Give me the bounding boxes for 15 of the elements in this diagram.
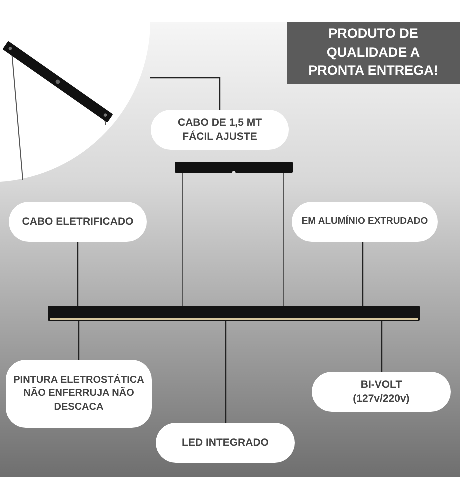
- detail-inset-drawing: [0, 22, 151, 182]
- feature-label: LED INTEGRADO: [156, 423, 295, 463]
- lamp-bar: [48, 306, 420, 321]
- feature-label: PINTURA ELETROSTÁTICA NÃO ENFERRUJA NÃO DESCACA: [6, 360, 152, 428]
- leader-line: [78, 321, 80, 360]
- leader-line: [362, 242, 364, 306]
- leader-line: [225, 321, 227, 423]
- feature-label: BI-VOLT (127v/220v): [312, 372, 451, 412]
- feature-label: CABO DE 1,5 MT FÁCIL AJUSTE: [151, 110, 289, 150]
- feature-label: CABO ELETRIFICADO: [9, 202, 147, 242]
- promo-banner: PRODUTO DE QUALIDADE A PRONTA ENTREGA!: [287, 22, 460, 84]
- feature-label: EM ALUMÍNIO EXTRUDADO: [292, 202, 438, 242]
- leader-line: [150, 77, 221, 110]
- leader-line: [381, 321, 383, 372]
- leader-line: [77, 242, 79, 306]
